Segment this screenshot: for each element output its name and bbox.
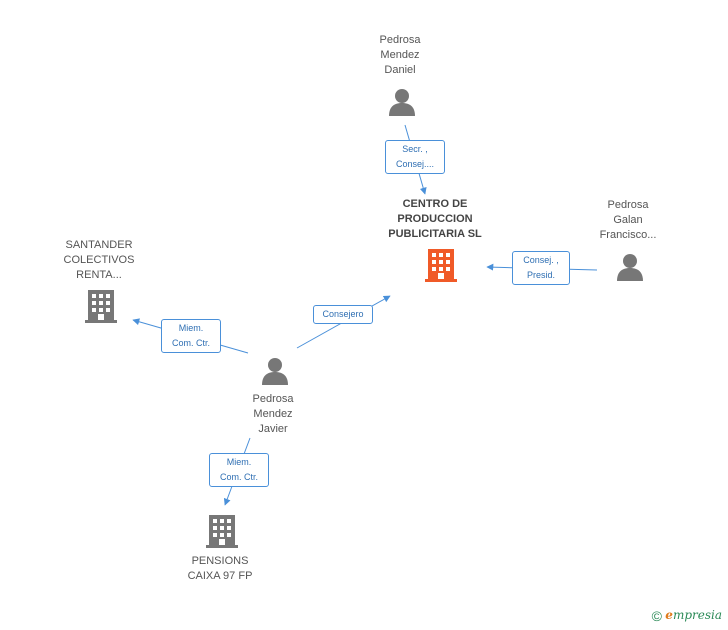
role-line: Secr. , (402, 144, 428, 154)
edge-label-javier-santander[interactable]: Miem. Com. Ctr. (161, 319, 221, 353)
name-line: Pedrosa (252, 393, 294, 405)
person-icon[interactable] (262, 358, 288, 385)
name-line: SANTANDER (65, 239, 133, 251)
copyright-icon: © (651, 608, 662, 624)
brand-logo: empresia (665, 608, 722, 622)
name-line: Pedrosa (379, 34, 421, 46)
node-label-galan[interactable]: Pedrosa Galan Francisco... (578, 198, 678, 243)
role-line: Com. Ctr. (219, 472, 258, 482)
node-label-santander[interactable]: SANTANDER COLECTIVOS RENTA... (49, 238, 149, 283)
name-line: CENTRO DE (402, 198, 468, 210)
edge-label-daniel-centro[interactable]: Secr. , Consej.... (385, 140, 445, 174)
role-line: Consejero (322, 309, 364, 319)
name-line: Francisco... (599, 229, 657, 241)
role-line: Consej. , (523, 255, 559, 265)
edge-label-javier-pensions[interactable]: Miem. Com. Ctr. (209, 453, 269, 487)
brand-name: mpresia (672, 608, 722, 623)
node-label-pensions[interactable]: PENSIONS CAIXA 97 FP (170, 554, 270, 584)
name-line: PRODUCCION (397, 213, 473, 225)
name-line: RENTA... (76, 269, 122, 281)
name-line: Mendez (380, 49, 420, 61)
name-line: Mendez (253, 408, 293, 420)
edge-label-javier-centro[interactable]: Consejero (313, 305, 373, 324)
node-label-centro[interactable]: CENTRO DE PRODUCCION PUBLICITARIA SL (370, 197, 500, 242)
role-line: Miem. (226, 457, 252, 467)
person-icon[interactable] (389, 89, 415, 116)
node-label-javier[interactable]: Pedrosa Mendez Javier (223, 392, 323, 437)
brand-footer[interactable]: © empresia (652, 608, 722, 624)
role-line: Miem. (178, 323, 204, 333)
name-line: Pedrosa (607, 199, 649, 211)
building-icon[interactable] (425, 249, 457, 282)
name-line: Galan (613, 214, 643, 226)
name-line: PUBLICITARIA SL (388, 228, 482, 240)
edge-label-galan-centro[interactable]: Consej. , Presid. (512, 251, 570, 285)
brand-initial: e (665, 608, 673, 623)
name-line: PENSIONS (191, 555, 249, 567)
building-icon[interactable] (206, 515, 238, 548)
role-line: Consej.... (395, 159, 435, 169)
name-line: CAIXA 97 FP (187, 570, 253, 582)
role-line: Presid. (526, 270, 555, 280)
role-line: Com. Ctr. (171, 338, 210, 348)
name-line: Javier (258, 423, 288, 435)
name-line: COLECTIVOS (63, 254, 135, 266)
building-icon[interactable] (85, 290, 117, 323)
person-icon[interactable] (617, 254, 643, 281)
node-label-daniel[interactable]: Pedrosa Mendez Daniel (350, 33, 450, 78)
name-line: Daniel (384, 64, 416, 76)
